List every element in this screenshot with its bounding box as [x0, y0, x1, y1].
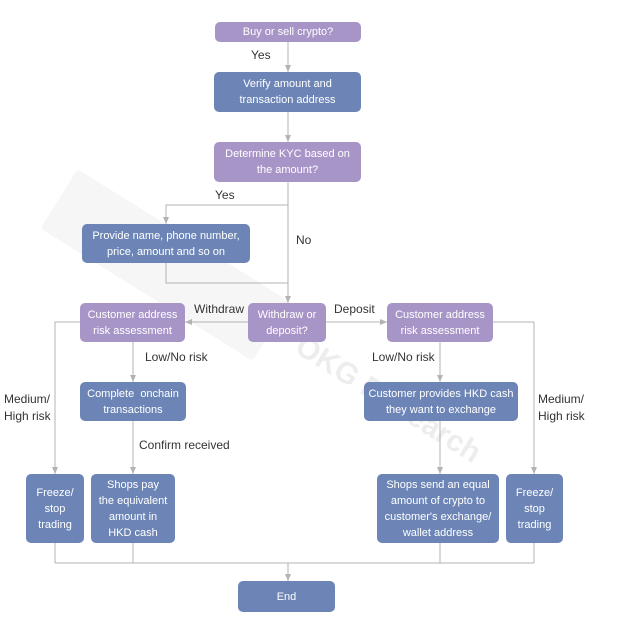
node-shops-pay: Shops pay the equivalent amount in HKD c…	[91, 474, 175, 543]
connector-provide-info-merge	[165, 263, 288, 284]
node-shops-send: Shops send an equal amount of crypto to …	[377, 474, 499, 543]
node-verify-amount: Verify amount and transaction address	[214, 72, 361, 112]
connector-withdraw-high-risk	[52, 321, 80, 474]
edge-label-low-risk-deposit: Low/No risk	[372, 350, 435, 364]
edge-label-high-risk-withdraw: Medium/ High risk	[4, 392, 51, 423]
edge-label-low-risk-withdraw: Low/No risk	[145, 350, 208, 364]
node-freeze-deposit: Freeze/ stop trading	[506, 474, 563, 543]
node-risk-assessment-deposit: Customer address risk assessment	[387, 303, 493, 342]
node-risk-assessment-withdraw: Customer address risk assessment	[80, 303, 185, 342]
connector-bottom-bus	[54, 543, 535, 564]
edge-label-deposit: Deposit	[334, 302, 375, 316]
node-buy-or-sell: Buy or sell crypto?	[215, 22, 361, 42]
edge-label-withdraw: Withdraw	[194, 302, 245, 316]
node-provide-info: Provide name, phone number, price, amoun…	[82, 224, 250, 263]
node-customer-provides-cash: Customer provides HKD cash they want to …	[364, 382, 518, 421]
node-withdraw-or-deposit: Withdraw or deposit?	[248, 303, 326, 342]
edge-label-high-risk-deposit: Medium/ High risk	[538, 392, 585, 423]
node-kyc-decision: Determine KYC based on the amount?	[214, 142, 361, 182]
node-complete-onchain: Complete onchain transactions	[80, 382, 186, 421]
edge-label-confirm-received: Confirm received	[139, 438, 230, 452]
node-end: End	[238, 581, 335, 612]
edge-label-yes-kyc: Yes	[215, 188, 235, 202]
connector-deposit-high-risk	[493, 321, 537, 474]
node-freeze-withdraw: Freeze/ stop trading	[26, 474, 84, 543]
edge-label-no-kyc: No	[296, 233, 312, 247]
edge-label-yes-start: Yes	[251, 48, 271, 62]
connector-kyc-yes-to-provide-info	[163, 204, 288, 224]
